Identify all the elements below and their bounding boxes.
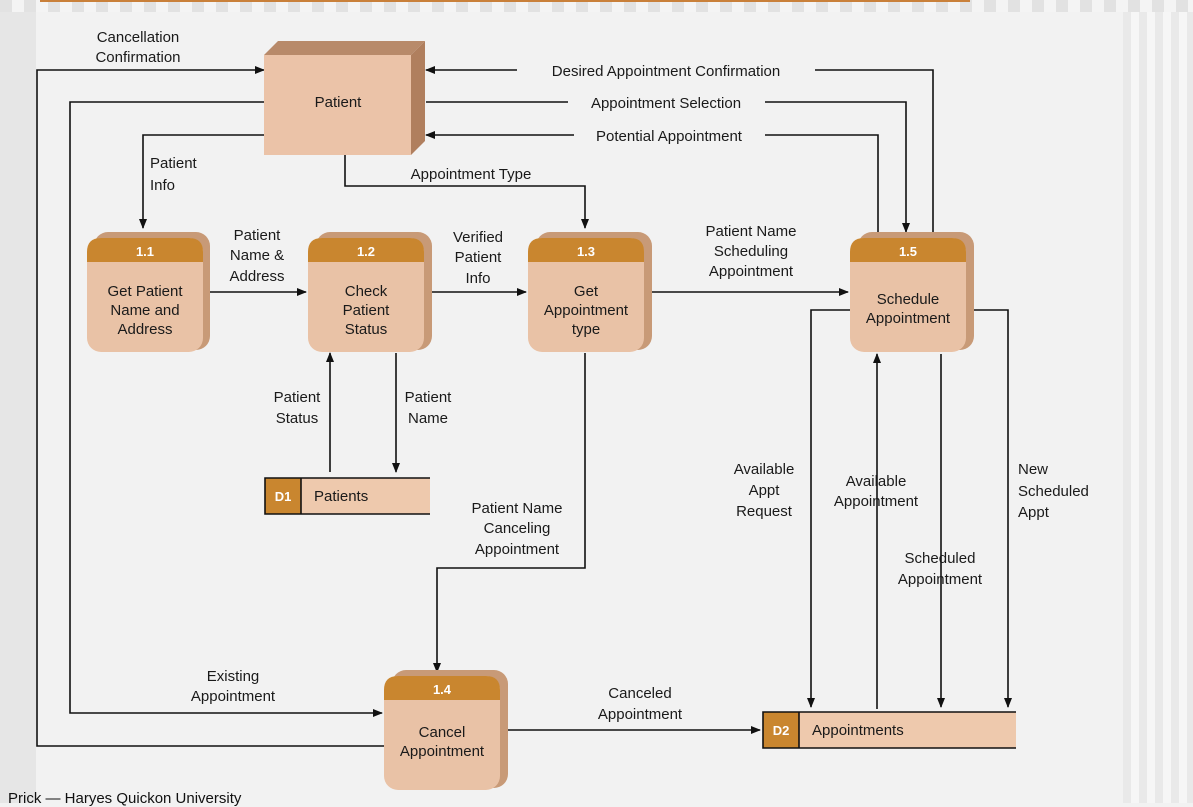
flow-label: Patient (150, 155, 198, 172)
flow-label: Address (229, 268, 284, 285)
flow-label: Name & (230, 247, 284, 264)
flow-label: Patient (455, 249, 503, 266)
flow-label: Canceling (484, 520, 551, 537)
process-label-line: Address (117, 321, 172, 338)
flow-label: Appointment (709, 263, 794, 280)
flow-label: Scheduled (905, 550, 976, 567)
store-id: D2 (773, 723, 790, 738)
flow-label: Existing (207, 668, 260, 685)
process-label-line: Schedule (877, 291, 940, 308)
flow-line-potential-appointment (765, 134, 879, 234)
flow-label: Patient (274, 389, 322, 406)
process-id: 1.5 (899, 244, 917, 259)
flow-label: Appt (1018, 504, 1050, 521)
process-label-line: Appointment (400, 743, 485, 760)
flow-line-available-appt-request (807, 309, 852, 708)
flow-label: Patient Name (706, 223, 797, 240)
entity-patient: Patient (264, 41, 425, 155)
flow-label: Info (465, 270, 490, 287)
flow-label: Scheduled (1018, 483, 1089, 500)
flow-label: Canceled (608, 685, 671, 702)
footer-credit: Prick — Haryes Quickon University (8, 790, 242, 807)
store-label: Patients (314, 488, 368, 505)
flow-label: Appointment Selection (591, 95, 741, 112)
process-label-line: Get Patient (107, 283, 183, 300)
process-1-5: 1.5 Schedule Appointment (850, 232, 974, 352)
flow-label: New (1018, 461, 1048, 478)
flow-label: Verified (453, 229, 503, 246)
flow-label: Appointment (475, 541, 560, 558)
process-label-line: Check (345, 283, 388, 300)
entity-patient-label: Patient (315, 94, 363, 111)
process-label-line: Get (574, 283, 599, 300)
process-id: 1.2 (357, 244, 375, 259)
process-1-1: 1.1 Get Patient Name and Address (87, 232, 210, 352)
flow-line-desired-appointment-confirmation (815, 69, 934, 234)
flow-labels: Cancellation Confirmation Desired Appoin… (95, 29, 1088, 723)
flow-label: Cancellation (97, 29, 180, 46)
flow-label: Info (150, 177, 175, 194)
flow-label: Desired Appointment Confirmation (552, 63, 780, 80)
flow-line-patient-info (139, 134, 264, 229)
process-label-line: type (572, 321, 600, 338)
flow-label: Appointment (898, 571, 983, 588)
store-id: D1 (275, 489, 292, 504)
process-1-4: 1.4 Cancel Appointment (384, 670, 508, 790)
process-1-2: 1.2 Check Patient Status (308, 232, 432, 352)
flow-label: Scheduling (714, 243, 788, 260)
process-label-line: Appointment (866, 310, 951, 327)
flow-label: Appointment Type (411, 166, 532, 183)
flow-label: Potential Appointment (596, 128, 743, 145)
flow-label: Appt (749, 482, 781, 499)
flow-label: Available (734, 461, 795, 478)
top-margin-band (0, 0, 1193, 12)
top-accent-line (40, 0, 970, 2)
flow-label: Patient (234, 227, 282, 244)
store-d1: D1 Patients (264, 477, 430, 515)
flow-line-cancellation-confirmation (36, 66, 390, 747)
flow-label: Appointment (598, 706, 683, 723)
flow-label: Patient Name (472, 500, 563, 517)
flow-line-appointment-selection-b (765, 101, 910, 233)
flow-line-patient-name-canceling (433, 353, 586, 673)
store-label: Appointments (812, 722, 904, 739)
flow-label: Available (846, 473, 907, 490)
process-label-line: Appointment (544, 302, 629, 319)
flow-line-existing-appointment (69, 101, 383, 717)
process-label-line: Name and (110, 302, 179, 319)
right-margin-band (1123, 0, 1193, 803)
flow-line-appointment-type (344, 155, 589, 229)
flow-label: Name (408, 410, 448, 427)
store-d2: D2 Appointments (762, 711, 1016, 749)
process-1-3: 1.3 Get Appointment type (528, 232, 652, 352)
process-label-line: Status (345, 321, 388, 338)
flow-lines (36, 66, 1012, 747)
flow-label: Request (736, 503, 793, 520)
flow-label: Confirmation (95, 49, 180, 66)
process-id: 1.3 (577, 244, 595, 259)
process-label-line: Patient (343, 302, 391, 319)
left-margin-band (0, 0, 36, 803)
process-label-line: Cancel (419, 724, 466, 741)
process-id: 1.4 (433, 682, 452, 697)
flow-line-new-scheduled-appt (965, 309, 1012, 708)
flow-label: Appointment (191, 688, 276, 705)
flow-label: Status (276, 410, 319, 427)
flow-label: Appointment (834, 493, 919, 510)
process-id: 1.1 (136, 244, 154, 259)
flow-label: Patient (405, 389, 453, 406)
